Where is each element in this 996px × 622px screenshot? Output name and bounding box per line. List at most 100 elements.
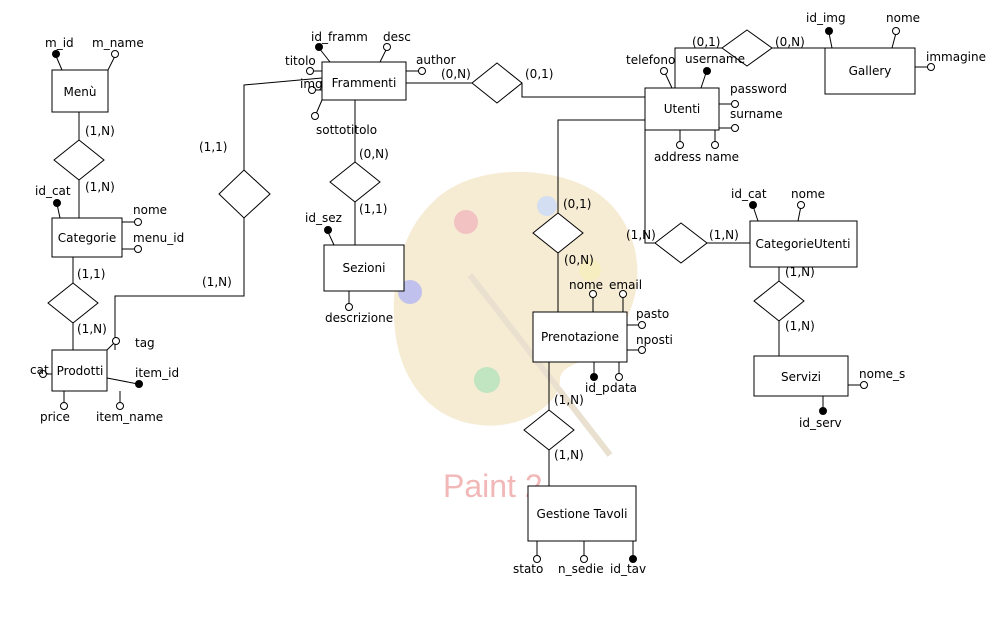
entity-prodotti <box>51 349 108 392</box>
cardinality-label: (1,N) <box>709 228 739 242</box>
attr-label: id_tav <box>610 562 646 576</box>
attribute-markers <box>39 27 935 563</box>
cardinality-labels: (1,N) (1,N) (1,1) (1,N) (1,1) (1,N) (0,N… <box>77 35 815 462</box>
key-attr-marker <box>53 199 61 207</box>
rel-frammenti-utenti <box>471 62 523 104</box>
attr-label: stato <box>513 562 543 576</box>
attr-label: nome <box>133 203 167 217</box>
entity-categorie-utenti-label: CategorieUtenti <box>756 237 851 251</box>
key-attr-marker <box>590 373 598 381</box>
entity-sezioni-label: Sezioni <box>343 261 386 275</box>
entity-gestione-tavoli <box>527 485 637 542</box>
cardinality-label: (0,1) <box>525 67 553 81</box>
attr-label: immagine <box>926 50 986 64</box>
attr-label: password <box>730 82 787 96</box>
attr-label: tag <box>135 336 155 350</box>
key-attr-marker <box>825 27 833 35</box>
attr-label: author <box>416 53 456 67</box>
attr-label: id_img <box>806 11 846 25</box>
cardinality-label: (1,N) <box>77 322 107 336</box>
key-attr-marker <box>135 380 143 388</box>
rel-frammenti-sezioni <box>329 161 381 203</box>
entity-menu-label: Menù <box>64 85 97 99</box>
attr-label: telefono <box>626 53 675 67</box>
attribute-labels: m_id m_name id_cat nome menu_id cat tag … <box>30 11 986 576</box>
entity-prenotazione-label: Prenotazione <box>541 330 619 344</box>
attr-label: titolo <box>285 54 316 68</box>
key-attr-marker <box>315 43 323 51</box>
entity-boxes <box>51 47 916 542</box>
rel-utenti-catutenti <box>654 222 708 264</box>
attr-label: nome <box>569 278 603 292</box>
key-attr-marker <box>52 50 60 58</box>
attr-label: id_cat <box>35 184 71 198</box>
attr-label: id_p <box>585 381 610 395</box>
attr-label: id_cat <box>731 187 767 201</box>
attr-label: sottotitolo <box>316 123 377 137</box>
rel-categorie-prodotti <box>47 282 99 324</box>
attr-label: item_id <box>135 366 179 380</box>
cardinality-label: (0,1) <box>563 197 591 211</box>
cardinality-label: (0,N) <box>441 67 471 81</box>
cardinality-label: (1,N) <box>554 448 584 462</box>
rel-utenti-gallery <box>721 29 773 67</box>
entity-categorie <box>51 217 123 258</box>
key-attr-marker <box>749 201 757 209</box>
entity-prodotti-label: Prodotti <box>57 364 104 378</box>
rel-prenotazione-tavoli <box>523 409 575 451</box>
attr-label: m_id <box>45 36 74 50</box>
entity-prenotazione <box>532 311 628 363</box>
cardinality-label: (1,N) <box>85 124 115 138</box>
entity-utenti <box>644 87 720 131</box>
attr-label: m_name <box>92 36 144 50</box>
relationship-lines <box>72 47 825 486</box>
cardinality-label: (0,1) <box>692 35 720 49</box>
attr-label: price <box>40 410 70 424</box>
attr-label: username <box>685 52 745 66</box>
rel-menu-categorie <box>53 139 105 181</box>
cardinality-label: (0,N) <box>775 35 805 49</box>
entity-utenti-label: Utenti <box>664 102 701 116</box>
cardinality-label: (1,N) <box>554 393 584 407</box>
cardinality-label: (1,N) <box>785 265 815 279</box>
cardinality-label: (0,N) <box>564 253 594 267</box>
cardinality-label: (1,N) <box>626 228 656 242</box>
rel-frammenti-prodotti <box>218 169 271 219</box>
entity-menu <box>51 69 109 113</box>
cardinality-label: (0,N) <box>359 147 389 161</box>
entity-gallery <box>824 47 916 95</box>
attr-label: menu_id <box>133 231 184 245</box>
cardinality-label: (1,1) <box>359 202 387 216</box>
key-attr-marker <box>629 555 637 563</box>
attr-label: id_framm <box>311 30 368 44</box>
cardinality-label: (1,1) <box>199 140 227 154</box>
attr-label: pasto <box>636 307 669 321</box>
cardinality-label: (1,N) <box>785 319 815 333</box>
relationship-diamonds <box>47 29 805 451</box>
key-attr-marker <box>324 226 332 234</box>
entity-frammenti-label: Frammenti <box>332 76 397 90</box>
entity-gestione-tavoli-label: Gestione Tavoli <box>537 507 628 521</box>
attr-label: name <box>705 150 739 164</box>
attr-label: nome_s <box>859 367 905 381</box>
attr-label: cat <box>30 363 49 377</box>
attr-label: nome <box>886 11 920 25</box>
key-attr-marker <box>819 407 827 415</box>
rel-utenti-prenotazione <box>532 212 584 254</box>
attr-label: desc <box>383 30 411 44</box>
entity-categorie-utenti <box>749 220 858 268</box>
watermark-text: Paint 2 <box>443 468 543 504</box>
attr-label: email <box>609 278 642 292</box>
key-attr-marker <box>703 67 711 75</box>
entity-categorie-label: Categorie <box>58 231 116 245</box>
cardinality-label: (1,N) <box>202 275 232 289</box>
entity-sezioni <box>323 244 405 292</box>
entity-gallery-label: Gallery <box>849 64 892 78</box>
attr-label: data <box>610 381 637 395</box>
entity-servizi-label: Servizi <box>781 370 821 384</box>
attr-label: nposti <box>636 333 673 347</box>
rel-catutenti-servizi <box>753 280 805 322</box>
entity-frammenti <box>321 61 407 101</box>
entity-labels: Menù Categorie Prodotti Frammenti Sezion… <box>57 64 892 521</box>
